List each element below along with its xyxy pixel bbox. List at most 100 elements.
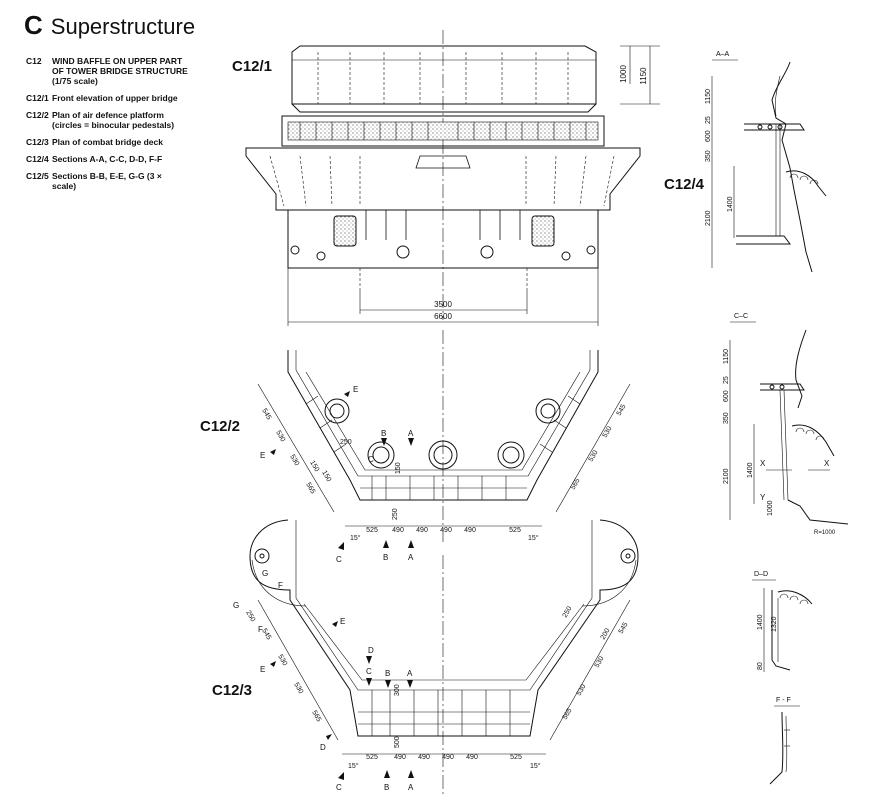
section-c-c — [729, 321, 849, 525]
angle-label: 15° — [528, 534, 539, 542]
marker-d: D — [368, 646, 374, 655]
section-d-d — [752, 579, 813, 672]
dim-label: 545 — [260, 628, 272, 642]
figure-label-c12-4: C12/4 — [664, 176, 705, 193]
dim-label: 565 — [310, 710, 322, 724]
page-title: C Superstructure — [24, 10, 195, 41]
dim-label: 565 — [562, 707, 574, 721]
dim-label: 350 — [705, 150, 712, 162]
air-defence-platform-plan — [257, 330, 631, 545]
marker-c: C — [368, 455, 374, 464]
marker-b: B — [381, 429, 386, 438]
dim-label: 545 — [616, 403, 628, 417]
section-markers-c12-3: G G F F E E D D C B A C B A — [233, 569, 414, 792]
marker-f: F — [258, 625, 263, 634]
dim-label: 80 — [757, 662, 764, 670]
dim-label: 490 — [394, 754, 406, 761]
combat-bridge-deck-plan — [249, 519, 639, 795]
dim-label: 150 — [320, 470, 332, 484]
dim-label: 250 — [340, 439, 352, 446]
legend-text: Front elevation of upper bridge — [52, 93, 178, 103]
dim-label: 150 — [308, 460, 320, 474]
section-title: Superstructure — [50, 14, 196, 39]
section-letter: C — [24, 10, 43, 40]
dim-label: 530 — [576, 683, 588, 697]
dim-label: 545 — [618, 621, 630, 635]
dim-label: 250 — [392, 508, 399, 520]
figure-label-c12-1: C12/1 — [232, 58, 273, 75]
dim-label: 2100 — [723, 468, 730, 484]
dim-label: 1150 — [705, 89, 712, 104]
dim-label: 490 — [440, 527, 452, 534]
legend-text: Sections B-B, E-E, G-G (3 × scale) — [52, 171, 162, 191]
legend-code: C12 — [26, 56, 42, 66]
marker-e: E — [353, 385, 358, 394]
dim-label: 525 — [366, 754, 378, 761]
dim-label: 530 — [602, 425, 614, 439]
marker-x: X — [760, 459, 766, 468]
section-title-d-d: D–D — [754, 571, 768, 578]
marker-b: B — [383, 553, 388, 562]
dim-label: 490 — [392, 527, 404, 534]
section-markers-c12-2: E E A B C A B C — [260, 385, 414, 564]
marker-e: E — [340, 617, 345, 626]
section-title-c-c: C–C — [734, 313, 748, 320]
dim-label: 2100 — [705, 210, 712, 226]
dim-label: 600 — [723, 390, 730, 402]
dim-label: 490 — [418, 754, 430, 761]
dim-label: 150 — [395, 462, 402, 474]
front-elevation — [245, 30, 660, 326]
angle-label: 15° — [348, 762, 359, 770]
window-left — [333, 215, 357, 247]
dim-label: 530 — [274, 430, 286, 444]
binocular-pedestals — [324, 398, 561, 470]
dim-label: 545 — [260, 408, 272, 422]
dim-label: 565 — [570, 477, 582, 491]
figure-label-c12-3: C12/3 — [212, 682, 253, 699]
marker-b: B — [384, 783, 389, 792]
dim-label: 525 — [510, 754, 522, 761]
legend-code: C12/3 — [26, 137, 49, 147]
dim-label: 500 — [394, 736, 401, 748]
dim-label: 490 — [416, 527, 428, 534]
marker-b: B — [385, 669, 390, 678]
marker-e: E — [260, 451, 265, 460]
section-title-a-a: A–A — [716, 51, 730, 58]
air-defence-platform-band — [281, 115, 605, 147]
section-title-f-f: F - F — [776, 697, 791, 704]
dim-1000: 1000 — [619, 65, 628, 83]
dim-label: 1150 — [723, 349, 730, 364]
marker-c: C — [336, 555, 342, 564]
dim-label: 530 — [288, 454, 300, 468]
binocular-pedestal-icons — [290, 245, 596, 261]
dim-label: 1320 — [771, 616, 778, 632]
dim-label: 1400 — [757, 614, 764, 630]
legend-text: Plan of combat bridge deck — [52, 137, 163, 147]
figure-label-c12-2: C12/2 — [200, 418, 241, 435]
marker-c: C — [336, 783, 342, 792]
combat-bridge-wings — [245, 147, 641, 211]
angle-label: 15° — [350, 534, 361, 542]
dim-6600: 6600 — [434, 312, 452, 321]
marker-f: F — [278, 581, 283, 590]
dim-label: 1400 — [727, 196, 734, 212]
marker-y: Y — [760, 493, 766, 502]
window-right — [531, 215, 555, 247]
dim-1150: 1150 — [639, 67, 648, 85]
dim-label: 490 — [442, 754, 454, 761]
marker-d: D — [320, 743, 326, 752]
marker-a: A — [408, 783, 414, 792]
marker-c: C — [366, 667, 372, 676]
legend-text: Sections A-A, C-C, D-D, F-F — [52, 154, 163, 164]
marker-e: E — [260, 665, 265, 674]
marker-g: G — [262, 569, 268, 578]
dim-label: 250 — [562, 605, 574, 619]
legend-text: Plan of air defence platform (circles = … — [52, 110, 175, 130]
